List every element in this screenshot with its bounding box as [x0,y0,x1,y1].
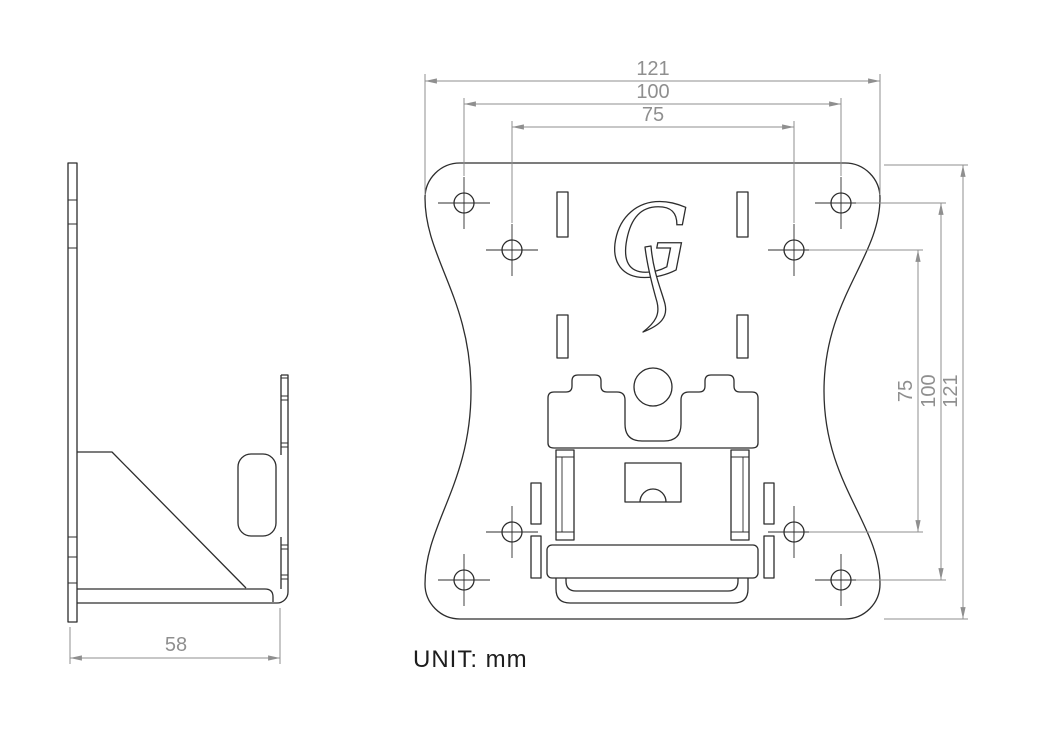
dim-label-75: 75 [895,380,917,402]
front-view: G [424,58,968,620]
logo-tail [642,245,667,333]
screw-hole [815,554,867,606]
dimension-right-121: 121 [940,165,966,619]
dimension-right-100: 100 [918,203,944,580]
dim-label-75: 75 [642,104,664,126]
vesa-slot [530,482,542,525]
vesa-slot [556,314,569,359]
latch-window [624,462,682,503]
side-arm-inner [77,588,274,602]
screw-hole [438,177,490,229]
dim-label-100: 100 [918,374,940,407]
dim-label-121: 121 [636,58,669,80]
vesa-slot [736,314,749,359]
dimensions-right: 75 100 121 [809,164,968,620]
vesa-slots [530,191,775,579]
extension-lines [424,74,881,223]
dimension-top-75: 75 [512,104,794,130]
dimension-side-58: 58 [69,608,281,664]
unit-label: UNIT: mm [413,646,528,673]
vesa-slot [763,535,775,579]
side-wall-ticks [68,199,77,584]
vesa-slot [556,191,569,238]
brand-logo-g: G [609,182,691,333]
side-latch-ticks [281,377,288,580]
dim-label-121: 121 [940,374,962,407]
screw-hole [438,554,490,606]
dimension-top-100: 100 [464,81,841,107]
side-wall-plate [67,162,78,623]
vesa-slot [763,482,775,525]
quick-release-latch [546,367,759,604]
latch-bottom-bar [546,544,759,579]
side-gusset [77,451,247,589]
side-arm-outer [77,374,289,604]
latch-rail-left [555,449,575,541]
screw-hole [486,224,538,276]
dim-label-100: 100 [636,81,669,103]
latch-center-hole [633,367,673,407]
logo-letter: G [610,183,690,300]
dimension-right-75: 75 [895,249,921,532]
dimension-top-121: 121 [425,58,880,84]
screw-hole [486,506,538,558]
vesa-slot [530,535,542,579]
vesa-slot [736,191,749,238]
side-view: 58 [67,162,289,664]
extension-lines [809,164,968,620]
latch-body [547,374,759,449]
latch-strap [555,578,749,604]
dim-label-58: 58 [165,634,187,656]
side-release-knob [237,453,277,537]
latch-rail-right [730,449,750,541]
dimensions-top: 121 100 75 [424,58,881,223]
screw-holes-75 [486,224,820,558]
